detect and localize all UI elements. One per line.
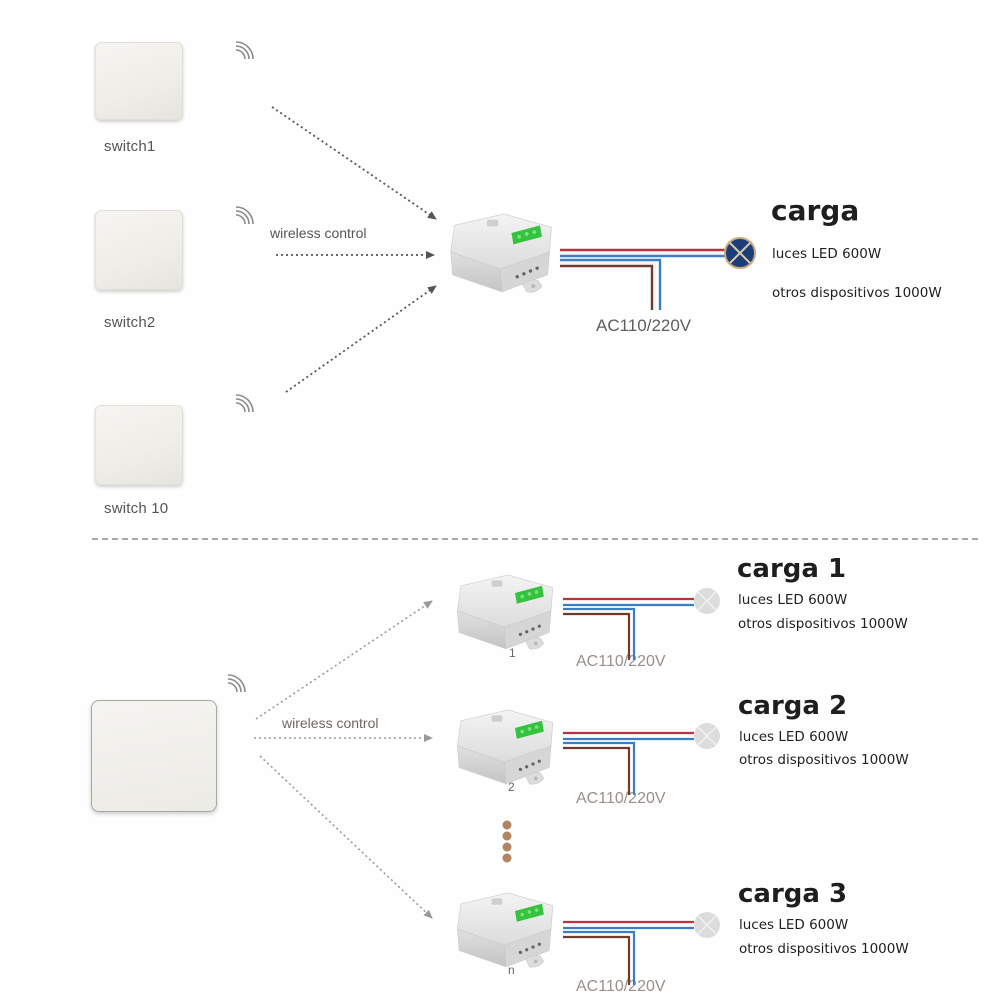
power-supply-label: AC110/220V (576, 978, 666, 995)
wall-switch-1 (95, 42, 183, 120)
wireless-relay-receiver (450, 213, 552, 293)
section-divider (92, 538, 978, 540)
receiver-number: 1 (509, 646, 516, 660)
load-spec-led: luces LED 600W (738, 592, 848, 608)
switch-label: switch1 (104, 138, 156, 155)
lamp-icon (694, 723, 720, 749)
wireless-control-label: wireless control (282, 715, 379, 731)
load-spec-other: otros dispositivos 1000W (738, 616, 908, 632)
ellipsis-dots-icon (502, 820, 512, 863)
wiring (563, 731, 694, 795)
power-supply-label: AC110/220V (576, 790, 666, 807)
lamp-icon (694, 588, 720, 614)
switch-label: switch2 (104, 314, 156, 331)
signal-arrow (255, 600, 433, 720)
load-title: carga 1 (737, 554, 847, 584)
signal-arrow (259, 755, 433, 919)
wireless-signal-icon (235, 394, 254, 413)
lamp-icon (694, 912, 720, 938)
wiring (563, 920, 694, 985)
wiring (563, 597, 694, 660)
lamp-icon (724, 237, 756, 269)
wireless-relay-receiver-1 (456, 574, 554, 650)
signal-arrow (285, 285, 437, 393)
load-title: carga 2 (738, 691, 848, 721)
wireless-signal-icon (235, 41, 254, 60)
wireless-control-label: wireless control (270, 225, 367, 241)
wireless-signal-icon (235, 206, 254, 225)
switch-label: switch 10 (104, 500, 169, 517)
wireless-relay-receiver-n (456, 892, 554, 968)
power-supply-label: AC110/220V (596, 316, 692, 335)
power-supply-label: AC110/220V (576, 653, 666, 670)
wall-switch-master (91, 700, 217, 812)
signal-arrow (271, 106, 437, 220)
wireless-signal-icon (227, 674, 246, 693)
load-spec-led: luces LED 600W (739, 917, 849, 933)
wireless-relay-receiver-2 (456, 709, 554, 785)
load-spec-other: otros dispositivos 1000W (739, 941, 909, 957)
load-spec-other: otros dispositivos 1000W (772, 285, 942, 301)
receiver-number: n (508, 963, 515, 977)
wall-switch-10 (95, 405, 183, 485)
load-spec-led: luces LED 600W (739, 729, 849, 745)
wiring (560, 248, 728, 310)
wall-switch-2 (95, 210, 183, 290)
load-spec-other: otros dispositivos 1000W (739, 752, 909, 768)
load-title: carga (771, 194, 860, 227)
load-spec-led: luces LED 600W (772, 246, 882, 262)
receiver-number: 2 (508, 780, 515, 794)
load-title: carga 3 (738, 879, 848, 909)
